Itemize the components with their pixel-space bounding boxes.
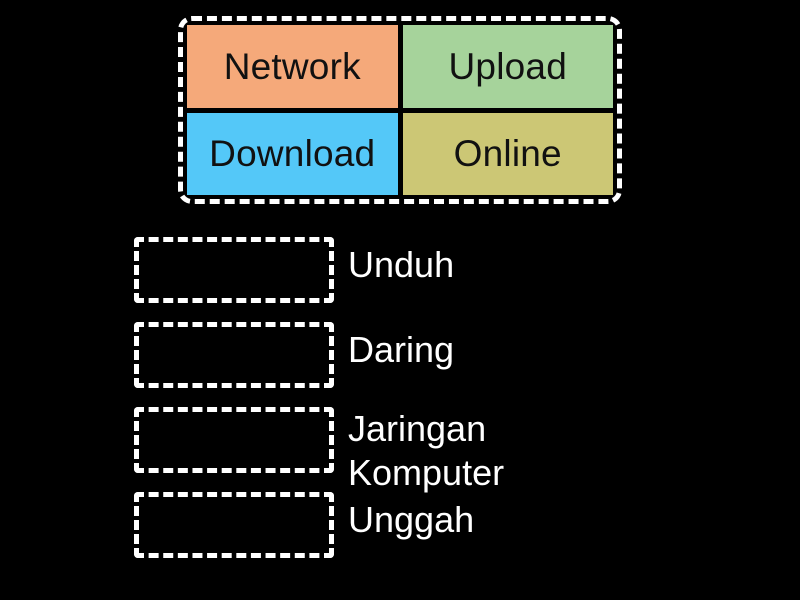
tile-label: Upload [448,45,567,87]
answer-list: Unduh Daring Jaringan Komputer Unggah [134,237,774,577]
tile-label: Network [223,45,361,87]
answer-row: Jaringan Komputer [134,407,774,493]
tile-network[interactable]: Network [187,25,398,108]
dropzone-jaringan-komputer[interactable] [134,407,334,473]
tile-download[interactable]: Download [187,112,398,195]
tile-label: Download [209,133,376,175]
answer-row: Unggah [134,492,774,558]
answer-label-daring: Daring [348,329,455,370]
dropzone-unggah[interactable] [134,492,334,558]
tile-upload[interactable]: Upload [402,25,613,108]
dropzone-unduh[interactable] [134,237,334,303]
answer-row: Unduh [134,237,774,303]
tile-online[interactable]: Online [402,112,613,195]
tile-label: Online [453,133,562,175]
answer-label-unduh: Unduh [348,244,455,285]
answer-label-jaringan-komputer: Jaringan Komputer [348,408,505,493]
tile-bank[interactable]: Network Upload Download Online [178,16,622,204]
answer-label-unggah: Unggah [348,499,475,540]
dropzone-daring[interactable] [134,322,334,388]
answer-row: Daring [134,322,774,388]
